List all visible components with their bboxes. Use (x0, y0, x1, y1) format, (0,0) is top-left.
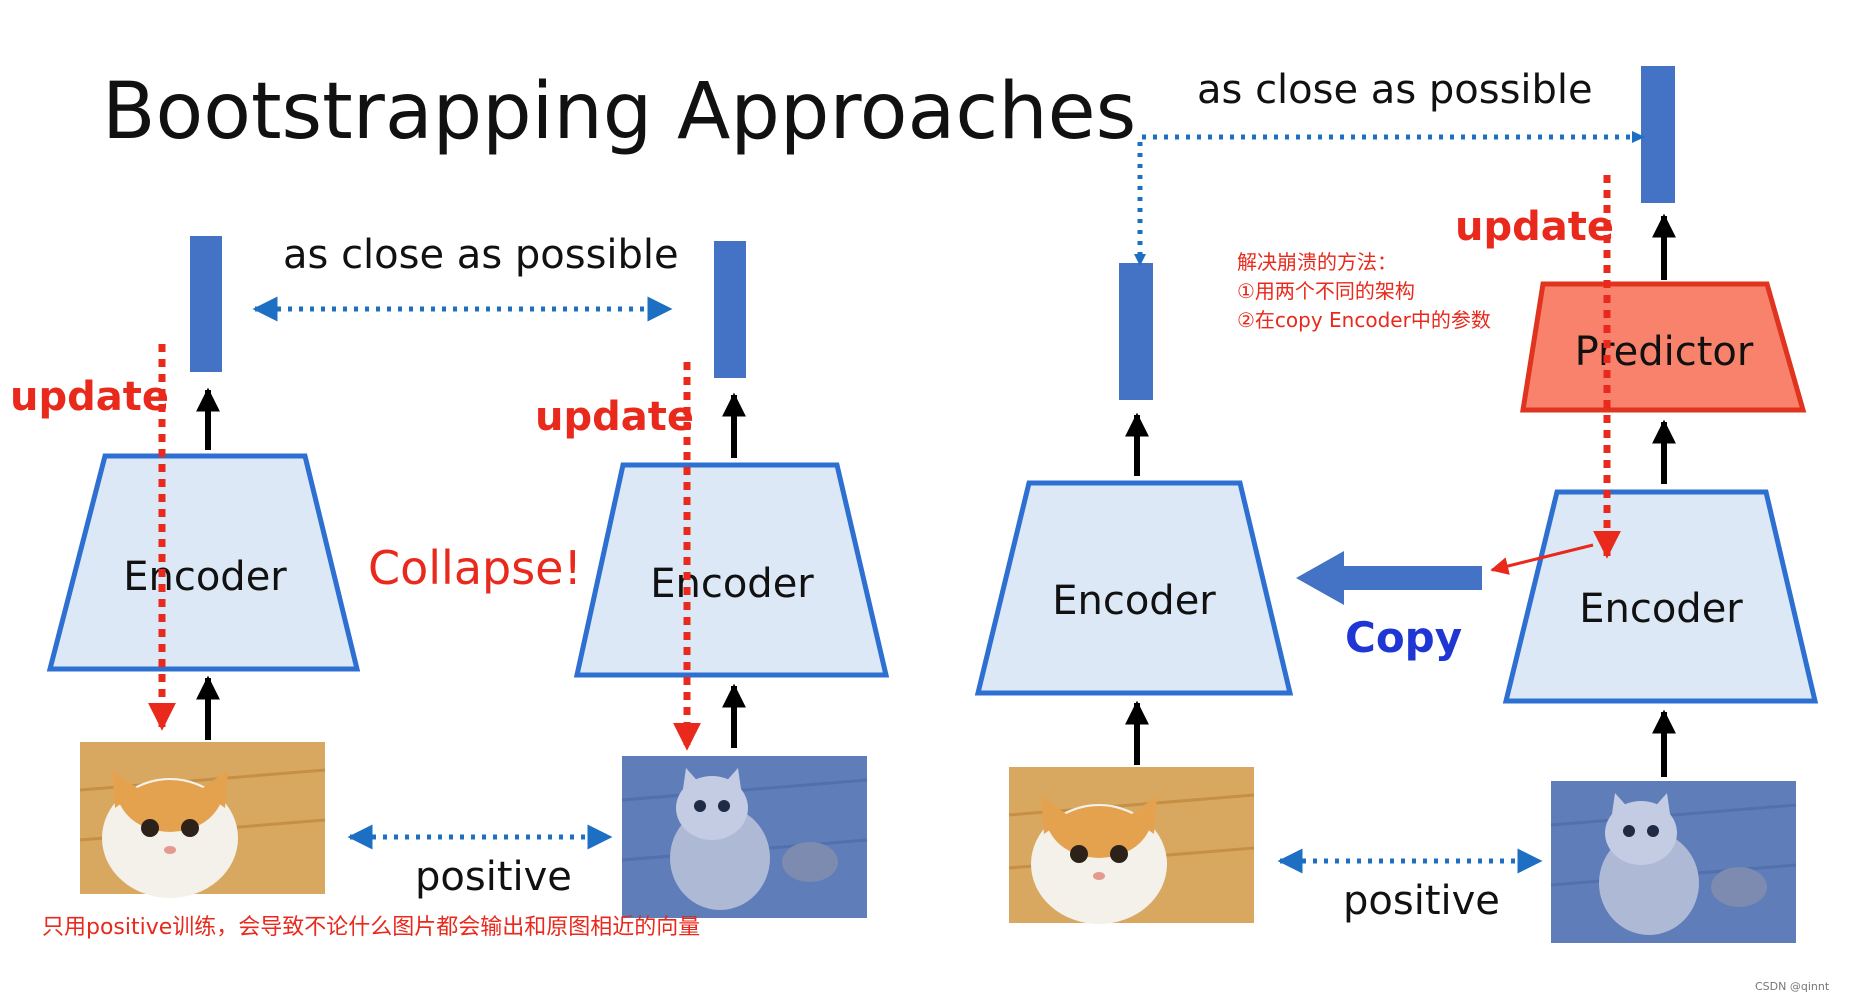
note-line-2: ①用两个不同的架构 (1237, 279, 1415, 303)
predictor-label: Predictor (1575, 329, 1754, 375)
right-connector-arrowhead-down (1134, 254, 1146, 266)
right-connector-arrowhead-right (1632, 131, 1645, 143)
left-close-label: as close as possible (283, 232, 679, 278)
note-line-1: 解决崩溃的方法： (1237, 250, 1397, 274)
right-vector-top (1641, 66, 1675, 203)
left-cat-photo-orange (79, 742, 326, 898)
right-vector-left (1119, 263, 1153, 400)
right-positive-label: positive (1343, 878, 1500, 924)
right-update-label: update (1455, 204, 1614, 250)
right-encoder-right (1502, 489, 1819, 704)
right-cat-photo-orange (1008, 767, 1255, 924)
left-encoder-1 (46, 453, 361, 672)
copy-arrow (1296, 551, 1482, 605)
left-vector-1 (190, 236, 222, 372)
right-close-label: as close as possible (1197, 67, 1593, 113)
predictor-block (1520, 281, 1807, 413)
right-cat-photo-blue (1550, 781, 1797, 943)
left-cat-photo-blue (621, 756, 868, 918)
copy-label: Copy (1345, 613, 1462, 662)
left-update-label-1: update (10, 374, 169, 420)
right-encoder-right-label: Encoder (1579, 586, 1743, 632)
annotation-pointer-arrow (1490, 543, 1594, 575)
left-encoder-2-label: Encoder (650, 561, 814, 607)
collapse-label: Collapse! (368, 541, 582, 595)
bottom-red-note: 只用positive训练，会导致不论什么图片都会输出和原图相近的向量 (42, 915, 700, 940)
left-encoder-1-label: Encoder (123, 554, 287, 600)
left-encoder-2 (573, 462, 890, 678)
left-vector-2 (714, 241, 746, 378)
slide-title: Bootstrapping Approaches (102, 67, 1136, 157)
csdn-watermark: CSDN @qinnt (1755, 980, 1830, 993)
right-encoder-left (974, 480, 1294, 696)
right-encoder-left-label: Encoder (1052, 578, 1216, 624)
left-positive-label: positive (415, 854, 572, 900)
note-line-3: ②在copy Encoder中的参数 (1237, 308, 1491, 332)
left-update-label-2: update (535, 394, 694, 440)
